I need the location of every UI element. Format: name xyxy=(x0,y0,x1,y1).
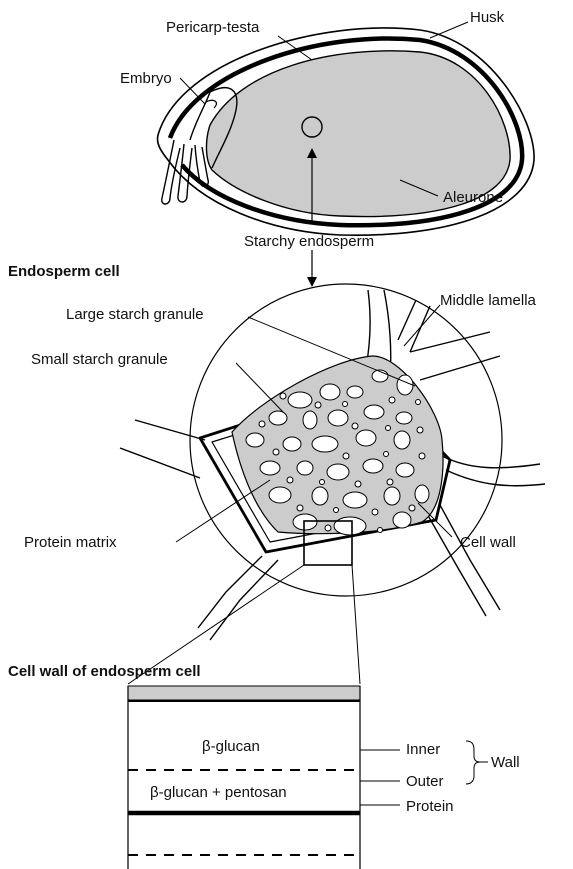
husk-label: Husk xyxy=(470,9,505,26)
small-starch-granule xyxy=(409,505,415,511)
large-starch-granule xyxy=(394,431,410,449)
beta-glucan-layer-label: β-glucan xyxy=(202,738,260,755)
small-starch-granule xyxy=(259,421,265,427)
large-starch-granule xyxy=(364,405,384,419)
large-starch-granule xyxy=(327,464,349,480)
embryo-leader xyxy=(180,78,205,104)
large-starch-granule xyxy=(288,392,312,408)
large-starch-granule xyxy=(246,433,264,447)
cell-wall-detail-section: Cell wall of endosperm cell β-glucan β-g… xyxy=(8,565,520,869)
outer-label: Outer xyxy=(406,773,444,790)
small-starch-granule xyxy=(297,505,303,511)
large-starch-granule xyxy=(396,463,414,477)
small-starch-granule xyxy=(325,525,331,531)
husk-leader xyxy=(430,22,468,38)
large-starch-granule xyxy=(303,411,317,429)
large-starch-granule xyxy=(334,517,366,535)
large-starch-granule xyxy=(269,411,287,425)
small-starch-granule xyxy=(372,509,378,515)
small-starch-granule xyxy=(352,423,358,429)
projection-line-right xyxy=(352,565,360,684)
aleurone-label: Aleurone xyxy=(443,189,503,206)
small-starch-granule xyxy=(387,479,393,485)
large-starch-granule-label: Large starch granule xyxy=(66,306,204,323)
small-starch-granule xyxy=(287,477,293,483)
large-starch-granule xyxy=(260,461,280,475)
large-starch-granule xyxy=(283,437,301,451)
beta-glucan-pentosan-layer-label: β-glucan + pentosan xyxy=(150,784,287,801)
large-starch-granule xyxy=(312,487,328,505)
large-starch-granule xyxy=(347,386,363,398)
pericarp-testa-label: Pericarp-testa xyxy=(166,19,260,36)
large-starch-granule xyxy=(269,487,291,503)
large-starch-granule xyxy=(396,412,412,424)
wall-bracket xyxy=(466,741,480,784)
protein-matrix-label: Protein matrix xyxy=(24,534,117,551)
small-starch-granule xyxy=(417,427,423,433)
endosperm-cell-heading: Endosperm cell xyxy=(8,263,120,280)
small-starch-granule xyxy=(315,402,321,408)
large-starch-granule xyxy=(328,410,348,426)
small-starch-granule xyxy=(384,452,389,457)
large-starch-granule xyxy=(393,512,411,528)
small-starch-granule xyxy=(343,402,348,407)
starchy-endosperm-label: Starchy endosperm xyxy=(244,233,374,250)
large-starch-granule xyxy=(397,375,413,395)
small-starch-granule xyxy=(355,481,361,487)
protein-label: Protein xyxy=(406,798,454,815)
wall-label: Wall xyxy=(491,754,520,771)
small-starch-granule xyxy=(419,453,425,459)
inner-label: Inner xyxy=(406,741,440,758)
small-starch-granule xyxy=(320,480,325,485)
large-starch-granule xyxy=(356,430,376,446)
arrow-head-down xyxy=(307,277,317,287)
large-starch-granule xyxy=(297,461,313,475)
small-starch-granule xyxy=(343,453,349,459)
middle-lamella-layer xyxy=(128,686,360,700)
large-starch-granule xyxy=(415,485,429,503)
small-starch-granule xyxy=(416,400,421,405)
small-starch-granule-label: Small starch granule xyxy=(31,351,168,368)
middle-lamella-leader xyxy=(404,305,440,346)
small-starch-granule xyxy=(389,397,395,403)
small-starch-granule xyxy=(386,426,391,431)
embryo-label: Embryo xyxy=(120,70,172,87)
large-starch-granule xyxy=(343,492,367,508)
middle-lamella-label: Middle lamella xyxy=(440,292,537,309)
small-starch-granule-leader xyxy=(236,363,283,412)
cell-wall-label: Cell wall xyxy=(460,534,516,551)
large-starch-granule xyxy=(384,487,400,505)
grain-section: Pericarp-testa Husk Embryo Aleurone Star… xyxy=(120,9,534,287)
cell-wall-detail-heading: Cell wall of endosperm cell xyxy=(8,663,201,680)
small-starch-granule xyxy=(273,449,279,455)
small-starch-granule xyxy=(378,528,383,533)
large-starch-granule xyxy=(363,459,383,473)
large-starch-granule xyxy=(293,514,317,530)
large-starch-granule xyxy=(320,384,340,400)
large-starch-granule xyxy=(312,436,338,452)
small-starch-granule xyxy=(334,508,339,513)
small-starch-granule xyxy=(280,393,286,399)
